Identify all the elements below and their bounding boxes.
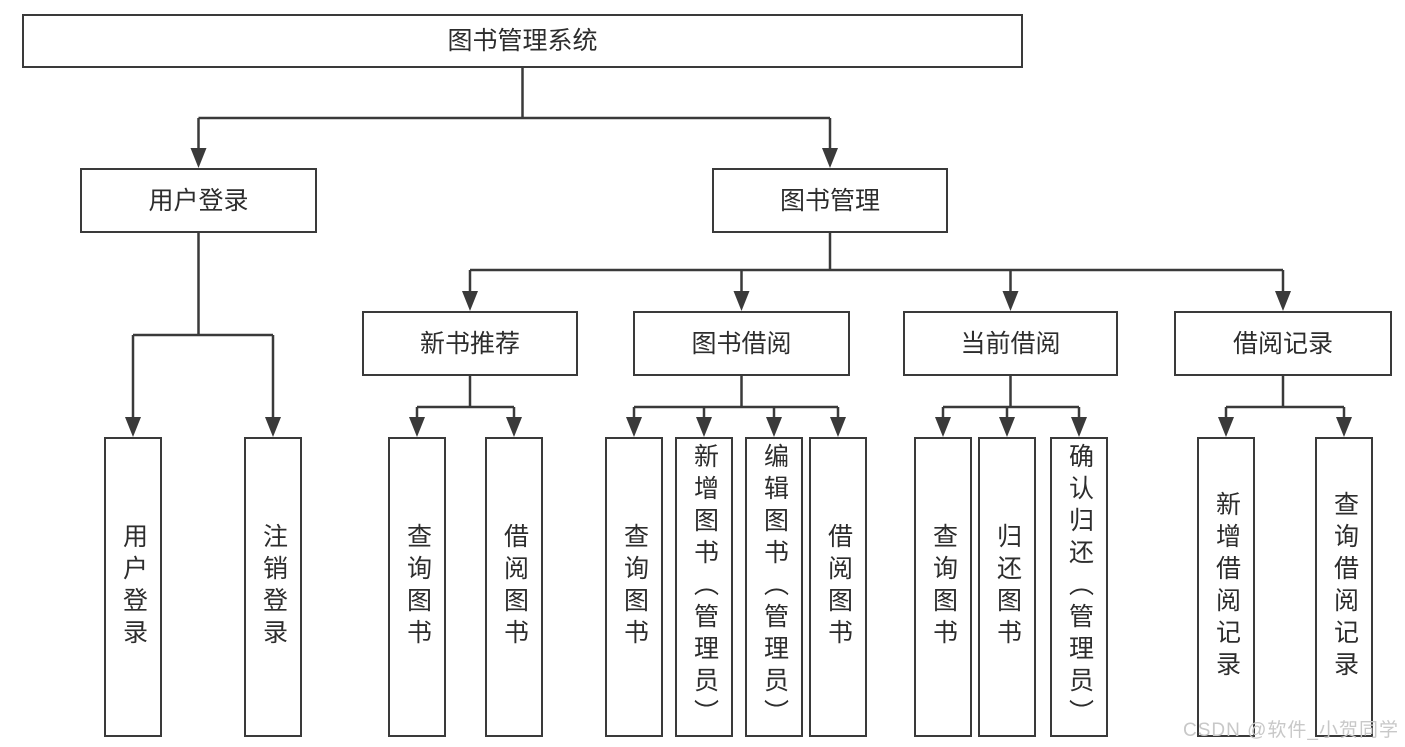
arrowheads [125, 148, 1352, 437]
leaf-return-book: 归还图书 [978, 437, 1036, 737]
leaf-query-books-borrowing: 查询图书 [605, 437, 663, 737]
leaf-edit-book-admin: 编辑图书（管理员） [745, 437, 803, 737]
node-book-borrowing: 图书借阅 [633, 311, 850, 376]
leaf-borrow-books-borrowing: 借阅图书 [809, 437, 867, 737]
leaf-confirm-return-admin: 确认归还（管理员） [1050, 437, 1108, 737]
node-user-login: 用户登录 [80, 168, 317, 233]
leaf-logout: 注销登录 [244, 437, 302, 737]
csdn-watermark: CSDN @软件_小贺同学 [1183, 720, 1399, 741]
leaf-add-book-admin: 新增图书（管理员） [675, 437, 733, 737]
node-new-book-recommend: 新书推荐 [362, 311, 578, 376]
node-root-system: 图书管理系统 [22, 14, 1023, 68]
leaf-add-borrow-record: 新增借阅记录 [1197, 437, 1255, 737]
leaf-user-login: 用户登录 [104, 437, 162, 737]
leaf-query-books-current: 查询图书 [914, 437, 972, 737]
leaf-query-books-recommend: 查询图书 [388, 437, 446, 737]
node-current-borrowing: 当前借阅 [903, 311, 1118, 376]
node-book-management: 图书管理 [712, 168, 948, 233]
leaf-borrow-books-recommend: 借阅图书 [485, 437, 543, 737]
leaf-query-borrow-record: 查询借阅记录 [1315, 437, 1373, 737]
node-borrowing-records: 借阅记录 [1174, 311, 1392, 376]
